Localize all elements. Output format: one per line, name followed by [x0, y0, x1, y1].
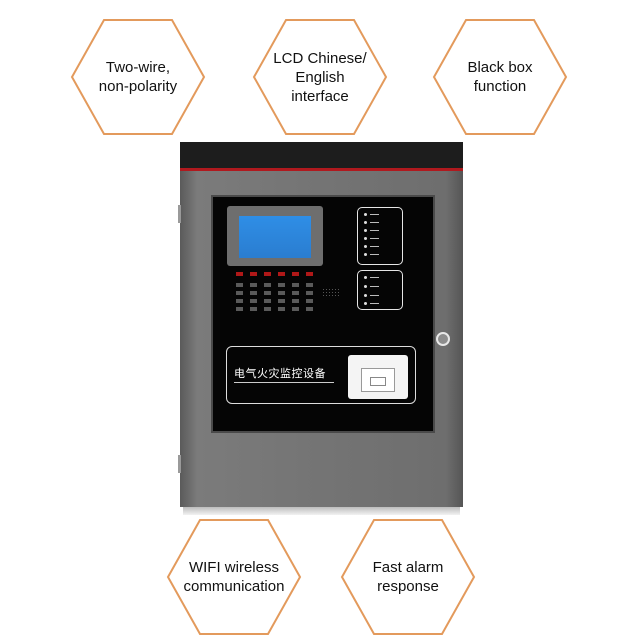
- keypad-key[interactable]: [236, 307, 243, 311]
- status-indicator-panel: [357, 207, 403, 265]
- keypad-key[interactable]: [250, 307, 257, 311]
- keypad-key[interactable]: [250, 283, 257, 287]
- hexagon-outline: [432, 19, 568, 135]
- feature-label: Black box function: [467, 59, 533, 95]
- cabinet-top-cap: [180, 142, 463, 171]
- keypad-key[interactable]: [292, 291, 299, 295]
- speaker-grille: [322, 288, 340, 298]
- receipt-printer: [348, 355, 408, 399]
- printer-panel: [226, 346, 416, 404]
- status-led-indicator: [364, 245, 384, 248]
- feature-label: Fast alarm response: [372, 559, 444, 595]
- hexagon-outline: [70, 19, 206, 135]
- status-led-indicator: [364, 253, 384, 256]
- keypad-key[interactable]: [264, 283, 271, 287]
- keypad-key[interactable]: [236, 291, 243, 295]
- status-led-indicator: [364, 237, 384, 240]
- feature-hexagon-two-wire: Two-wire, non-polarity: [70, 18, 206, 136]
- function-key[interactable]: [306, 272, 313, 276]
- printer-slot-icon: [361, 368, 395, 392]
- keypad-key[interactable]: [292, 283, 299, 287]
- keypad-key[interactable]: [306, 307, 313, 311]
- feature-label: Two-wire, non-polarity: [98, 59, 178, 95]
- keypad-key[interactable]: [292, 299, 299, 303]
- keypad-key[interactable]: [278, 299, 285, 303]
- hexagon-outline: [166, 519, 302, 635]
- feature-hexagon-lcd-interface: LCD Chinese/ English interface: [252, 18, 388, 136]
- status-led-indicator: [364, 302, 384, 305]
- function-key[interactable]: [236, 272, 243, 276]
- function-key[interactable]: [278, 272, 285, 276]
- keypad-key[interactable]: [264, 299, 271, 303]
- hexagon-outline: [252, 19, 388, 135]
- keypad-key[interactable]: [264, 291, 271, 295]
- keypad-key[interactable]: [250, 299, 257, 303]
- keypad-key[interactable]: [292, 307, 299, 311]
- status-led-indicator: [364, 285, 384, 288]
- door-lock-icon[interactable]: [436, 332, 450, 346]
- cabinet-base-reflection: [183, 507, 460, 515]
- feature-label: WIFI wireless communication: [183, 559, 285, 595]
- hinge: [178, 455, 181, 473]
- keypad-key[interactable]: [236, 299, 243, 303]
- keypad-key[interactable]: [306, 283, 313, 287]
- hexagon-outline: [340, 519, 476, 635]
- keypad-key[interactable]: [306, 291, 313, 295]
- status-led-indicator: [364, 221, 384, 224]
- keypad-key[interactable]: [278, 283, 285, 287]
- feature-label: LCD Chinese/ English interface: [273, 49, 367, 105]
- function-key[interactable]: [264, 272, 271, 276]
- lcd-screen: [239, 216, 311, 258]
- keypad-key[interactable]: [278, 307, 285, 311]
- feature-hexagon-black-box: Black box function: [432, 18, 568, 136]
- keypad-key[interactable]: [236, 283, 243, 287]
- function-key[interactable]: [292, 272, 299, 276]
- device-name-label: 电气火灾监控设备: [234, 366, 334, 383]
- status-led-indicator: [364, 294, 384, 297]
- status-led-indicator: [364, 229, 384, 232]
- keypad-key[interactable]: [278, 291, 285, 295]
- hinge: [178, 205, 181, 223]
- status-led-indicator: [364, 213, 384, 216]
- status-led-indicator: [364, 276, 384, 279]
- feature-hexagon-wifi: WIFI wireless communication: [166, 518, 302, 636]
- status-indicator-panel: [357, 270, 403, 310]
- keypad-key[interactable]: [250, 291, 257, 295]
- keypad-key[interactable]: [264, 307, 271, 311]
- feature-hexagon-fast-alarm: Fast alarm response: [340, 518, 476, 636]
- function-key[interactable]: [250, 272, 257, 276]
- keypad-key[interactable]: [306, 299, 313, 303]
